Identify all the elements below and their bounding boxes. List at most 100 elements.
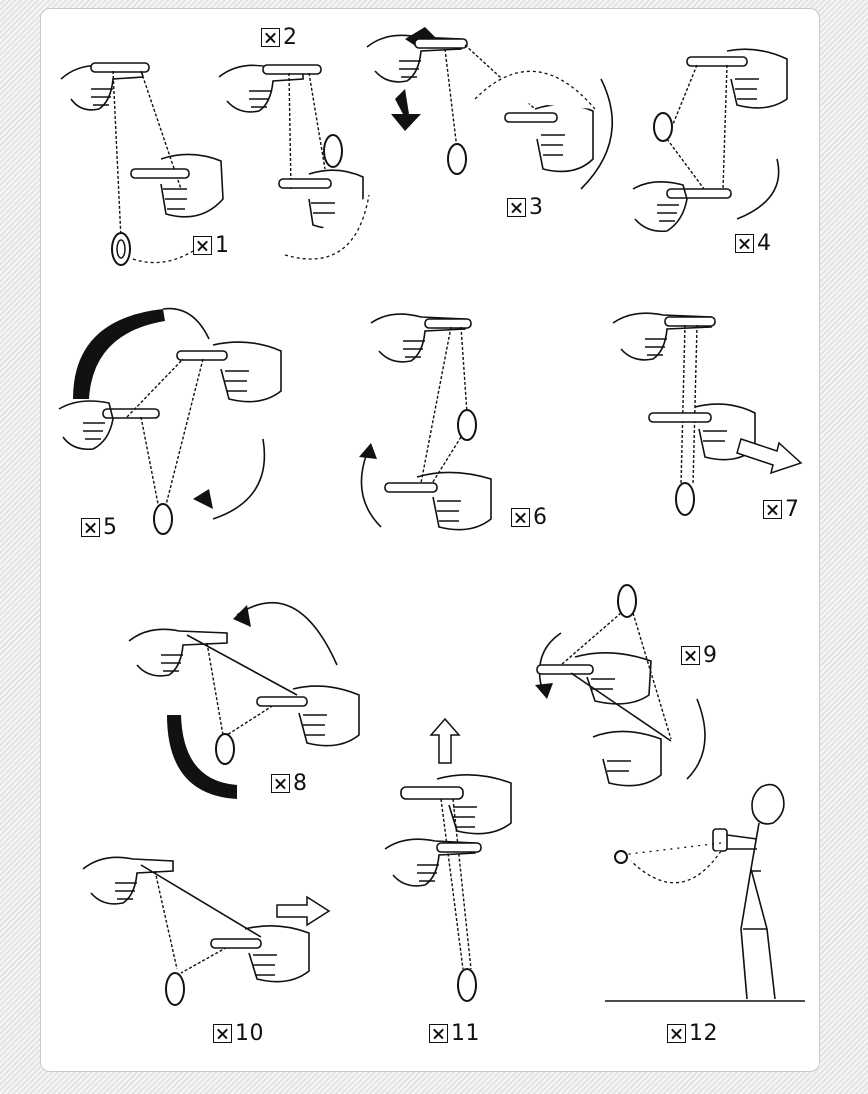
figure-4-caption: 4 [735, 231, 772, 256]
motion-arrow-icon [360, 452, 382, 528]
figure-2-label: 2 [283, 25, 298, 50]
stick-icon [384, 482, 438, 493]
figure-1 [51, 49, 231, 269]
figure-8-caption: 8 [271, 771, 308, 796]
hand-icon [82, 856, 174, 905]
zu-glyph-icon [763, 500, 782, 519]
figure-5-caption: 5 [81, 515, 118, 540]
zu-glyph-icon [271, 774, 290, 793]
hand-icon [632, 181, 688, 233]
figure-10-caption: 10 [213, 1021, 264, 1046]
diabolo-icon [614, 850, 628, 864]
figure-3-label: 3 [529, 195, 544, 220]
stick-icon [210, 938, 262, 949]
motion-arrow-icon [212, 438, 266, 520]
motion-arrow-icon [167, 715, 237, 799]
hand-icon [726, 48, 788, 109]
zu-glyph-icon [213, 1024, 232, 1043]
figure-9-caption: 9 [681, 643, 718, 668]
figure-5-label: 5 [103, 515, 118, 540]
stick-icon [176, 350, 228, 361]
motion-arrow-icon [162, 307, 210, 340]
figure-6-label: 6 [533, 505, 548, 530]
hand-icon [244, 925, 310, 983]
figure-12-label: 12 [689, 1021, 718, 1046]
motion-arrow-icon [686, 698, 706, 780]
figure-3 [365, 19, 625, 219]
figure-7-label: 7 [785, 497, 800, 522]
stick-icon [424, 318, 472, 329]
stick-icon [262, 64, 322, 75]
diabolo-icon [323, 134, 343, 168]
hand-icon [370, 313, 466, 363]
figure-12-caption: 12 [667, 1021, 718, 1046]
stick-icon [278, 178, 332, 189]
stick-icon [130, 168, 190, 179]
zu-glyph-icon [193, 236, 212, 255]
hand-icon [128, 628, 228, 677]
stick-icon [648, 412, 712, 423]
stick-icon [436, 842, 482, 853]
motion-arrow-icon [736, 438, 803, 475]
diabolo-icon [653, 112, 673, 142]
hand-icon [592, 730, 662, 787]
figure-3-caption: 3 [507, 195, 544, 220]
zu-glyph-icon [667, 1024, 686, 1043]
figure-10-label: 10 [235, 1021, 264, 1046]
stick-icon [536, 664, 594, 675]
figure-8-label: 8 [293, 771, 308, 796]
hand-icon [436, 774, 512, 835]
performer-icon [721, 783, 785, 1000]
zu-glyph-icon [735, 234, 754, 253]
motion-arrow-icon [359, 443, 377, 459]
motion-arrow-icon [535, 683, 553, 699]
figure-4 [627, 48, 807, 259]
hand-icon [574, 652, 652, 705]
figure-2 [213, 59, 383, 279]
stick-icon [666, 188, 732, 199]
motion-arrow-icon [193, 489, 213, 509]
motion-arrow-icon [736, 158, 780, 220]
hand-icon [212, 341, 282, 403]
stick-icon [664, 316, 716, 327]
diabolo-icon [447, 143, 467, 175]
figure-7-caption: 7 [763, 497, 800, 522]
diabolo-icon [215, 733, 235, 765]
hand-icon [612, 312, 712, 361]
stick-icon [712, 828, 728, 852]
zu-glyph-icon [81, 518, 100, 537]
figure-1-label: 1 [215, 233, 230, 258]
figure-11 [381, 717, 531, 1019]
hand-icon [160, 153, 224, 218]
figure-9-label: 9 [703, 643, 718, 668]
figure-6-caption: 6 [511, 505, 548, 530]
motion-arrow-icon [233, 605, 251, 627]
motion-arrow-icon [429, 717, 461, 764]
stick-icon [256, 696, 308, 707]
zu-glyph-icon [261, 28, 280, 47]
diabolo-icon [675, 482, 695, 516]
stick-icon [686, 56, 748, 67]
diabolo-icon [457, 968, 477, 1002]
zu-glyph-icon [429, 1024, 448, 1043]
figure-8 [127, 585, 377, 805]
motion-arrow-icon [73, 309, 165, 399]
zu-glyph-icon [511, 508, 530, 527]
stick-icon [504, 112, 558, 123]
stick-icon [90, 62, 150, 73]
hand-icon [416, 471, 492, 531]
motion-arrow-icon [276, 895, 331, 927]
figure-12 [601, 779, 811, 1009]
hand-icon [292, 685, 360, 747]
diabolo-icon [153, 503, 173, 535]
diabolo-icon [111, 232, 131, 266]
figure-9 [511, 569, 721, 799]
zu-glyph-icon [507, 198, 526, 217]
figure-11-label: 11 [451, 1021, 480, 1046]
motion-arrow-icon [391, 89, 421, 131]
figure-4-label: 4 [757, 231, 772, 256]
hand-icon [58, 400, 114, 451]
stick-icon [414, 38, 468, 49]
figure-11-caption: 11 [429, 1021, 480, 1046]
instruction-card: 1 2 [40, 8, 820, 1072]
